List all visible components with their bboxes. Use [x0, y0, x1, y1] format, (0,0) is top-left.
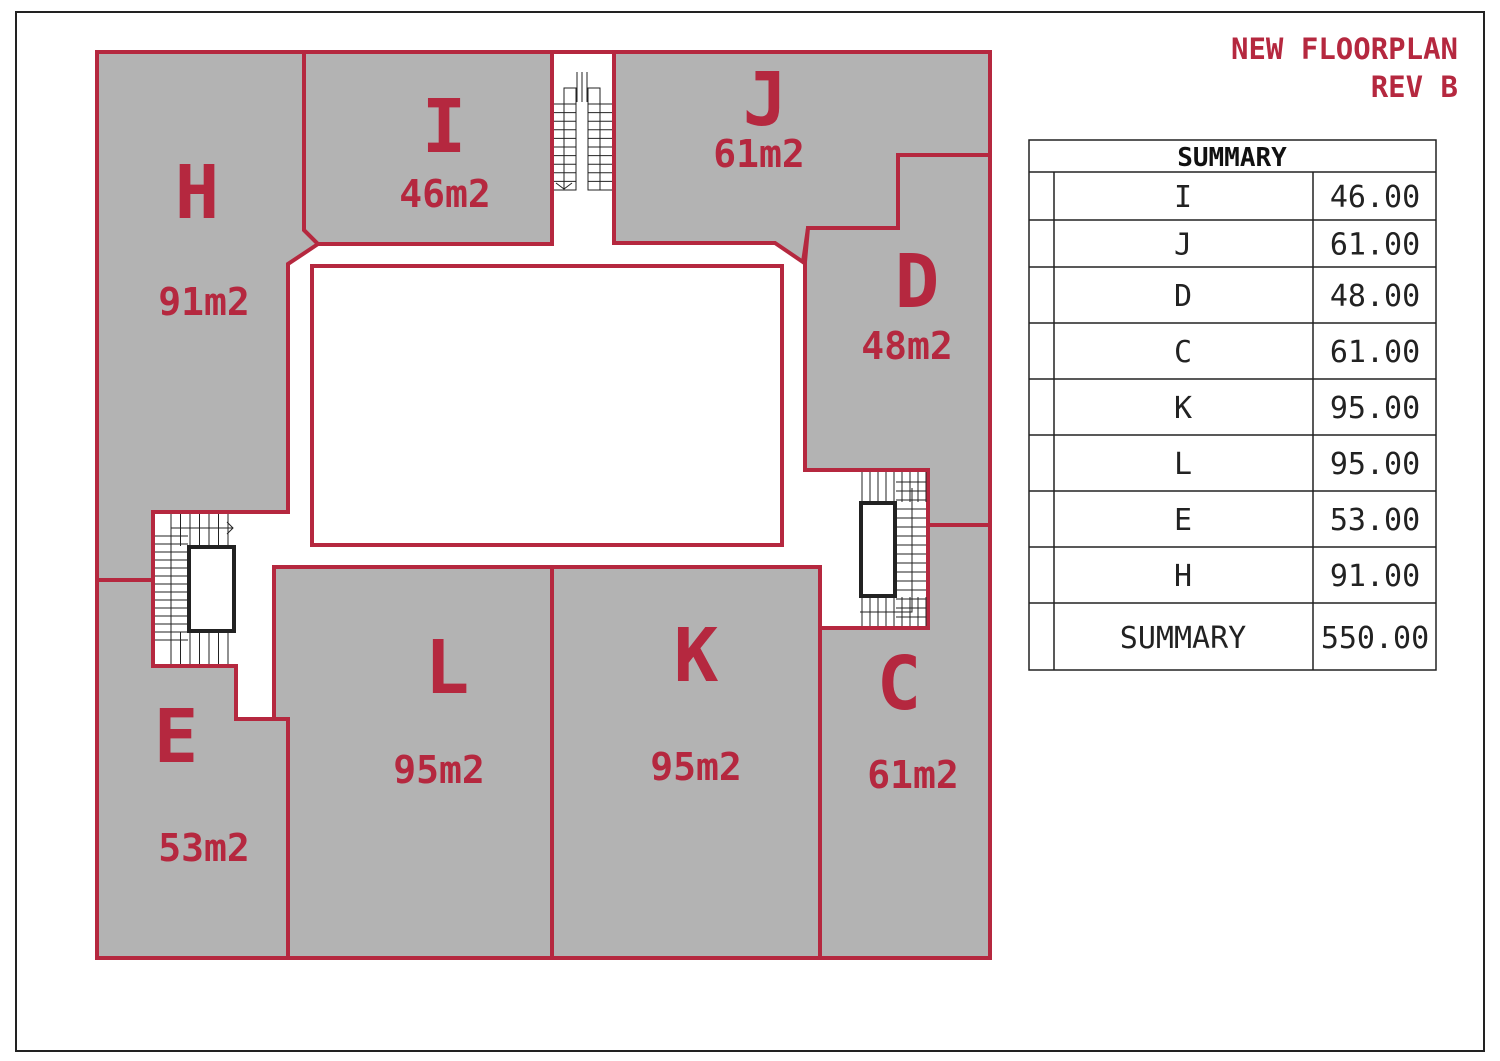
summary-row-value: 53.00	[1330, 503, 1420, 538]
room-K-area: 95m2	[650, 745, 742, 789]
summary-row-value: 95.00	[1330, 447, 1420, 482]
stair-top	[554, 72, 612, 191]
stair-left	[155, 514, 236, 664]
summary-row-name: K	[1174, 391, 1192, 426]
summary-row-value: 91.00	[1330, 559, 1420, 594]
summary-total-value: 550.00	[1321, 621, 1429, 656]
room-J-label: J	[743, 57, 788, 143]
room-H-area: 91m2	[158, 280, 250, 324]
room-E-label: E	[154, 694, 199, 780]
room-I-label: I	[422, 84, 467, 170]
room-E[interactable]	[95, 578, 290, 960]
summary-row-name: D	[1174, 279, 1192, 314]
summary-row-value: 95.00	[1330, 391, 1420, 426]
summary-row-name: L	[1174, 447, 1192, 482]
drawing-title: NEW FLOORPLAN	[1231, 32, 1458, 66]
room-D-label: D	[895, 239, 940, 325]
summary-row-name: E	[1174, 503, 1192, 538]
summary-row-name: C	[1174, 335, 1192, 370]
summary-row-name: J	[1174, 228, 1192, 263]
summary-row-value: 61.00	[1330, 335, 1420, 370]
room-I[interactable]	[302, 50, 554, 246]
room-C-area: 61m2	[867, 753, 959, 797]
room-I-area: 46m2	[399, 172, 491, 216]
stair-right	[859, 472, 927, 626]
summary-row-value: 48.00	[1330, 279, 1420, 314]
room-J-area: 61m2	[713, 132, 805, 176]
room-D-area: 48m2	[861, 324, 953, 368]
room-labels: H 91m2 I 46m2 J 61m2 D 48m2 C 61m2 K 95m…	[154, 57, 959, 870]
room-L-label: L	[425, 625, 470, 711]
summary-total-label: SUMMARY	[1120, 621, 1246, 656]
room-L-area: 95m2	[393, 748, 485, 792]
summary-row-name: I	[1174, 180, 1192, 215]
summary-table-header: SUMMARY	[1177, 143, 1287, 173]
summary-row-value: 46.00	[1330, 180, 1420, 215]
summary-row-name: H	[1174, 559, 1192, 594]
room-E-area: 53m2	[158, 826, 250, 870]
central-void	[310, 264, 784, 547]
room-K-label: K	[674, 613, 719, 699]
sheet-border	[15, 11, 1485, 1052]
drawing-revision: REV B	[1371, 70, 1458, 104]
room-H-label: H	[175, 150, 220, 236]
summary-row-value: 61.00	[1330, 228, 1420, 263]
room-C-label: C	[877, 641, 922, 727]
